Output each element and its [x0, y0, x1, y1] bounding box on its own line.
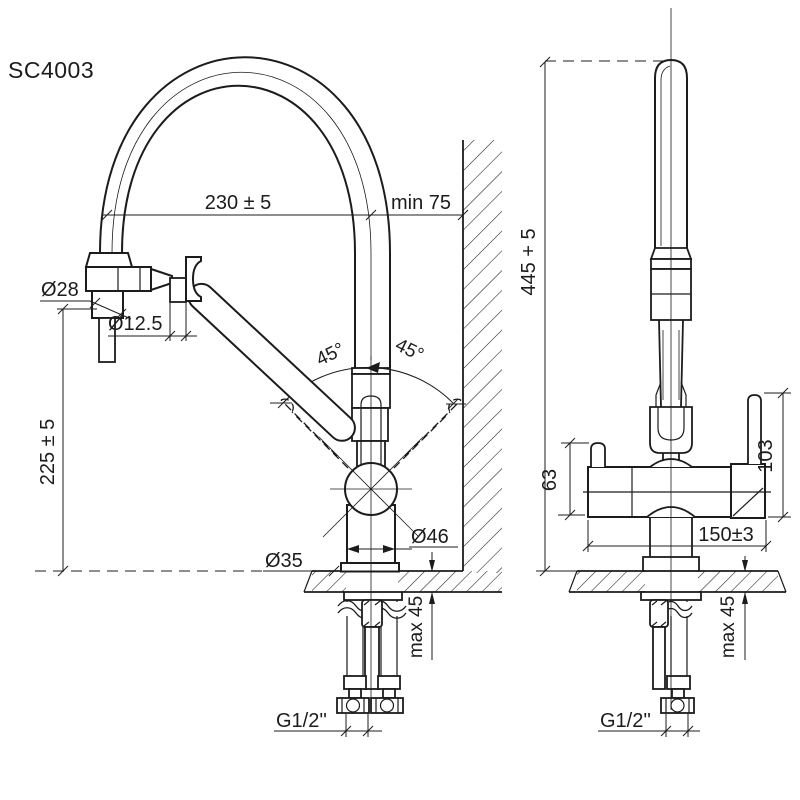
dim-body-length: 150±3 [698, 524, 753, 546]
dim-small-handle-height: 63 [539, 469, 561, 491]
dimensions-front: 230 ± 5 min 75 225 ± 5 Ø28 Ø12.5 45° 45° [35, 192, 469, 737]
dim-base-diameter: Ø46 [411, 526, 449, 548]
hose-nut-left [336, 697, 370, 714]
dim-max-counter-side: max 45 [718, 596, 739, 658]
aerator-tip [169, 277, 187, 303]
wall-hatch [463, 140, 502, 573]
countertop-front [303, 570, 502, 593]
spout-arch [99, 56, 391, 368]
side-view: 445 + 5 63 103 150±3 max 45 G1/2 [518, 8, 791, 737]
dim-aerator-diameter: Ø12.5 [108, 313, 162, 335]
outlet-bell [185, 256, 202, 302]
spout-head [84, 252, 202, 363]
dim-swivel-right: 45° [392, 335, 427, 366]
dim-thread-front: G1/2'' [276, 710, 327, 732]
hose-nut-right [370, 697, 404, 714]
dim-max-counter-front: max 45 [406, 596, 427, 658]
dimensions-side: 445 + 5 63 103 150±3 max 45 G1/2 [518, 56, 791, 737]
arc-arrowhead [366, 362, 380, 373]
dim-thread-side: G1/2'' [600, 710, 651, 732]
lock-washer [343, 591, 403, 601]
nozzle-taper [150, 267, 173, 292]
dim-wall-clearance: min 75 [391, 192, 451, 214]
hose-nut-side [660, 697, 695, 714]
spray-stub [98, 317, 116, 363]
dim-hole-diameter: Ø35 [265, 550, 303, 572]
main-handle [747, 394, 762, 464]
small-handle [590, 442, 606, 467]
dim-swivel-left: 45° [313, 339, 348, 370]
countertop-side [568, 570, 787, 593]
wall-section [462, 140, 502, 573]
dim-spout-reach: 230 ± 5 [205, 192, 272, 214]
mounting-rod [364, 626, 380, 690]
body-side [583, 394, 771, 519]
dim-main-handle-height: 103 [755, 439, 777, 472]
dim-total-height: 445 + 5 [518, 228, 540, 295]
base-flange [340, 562, 400, 573]
model-number: SC4003 [8, 57, 94, 83]
dim-outlet-height: 225 ± 5 [37, 419, 59, 486]
dim-spout-head-diameter: Ø28 [41, 279, 79, 301]
front-view: 230 ± 5 min 75 225 ± 5 Ø28 Ø12.5 45° 45° [35, 56, 502, 737]
mounting-hardware-front [336, 591, 407, 714]
